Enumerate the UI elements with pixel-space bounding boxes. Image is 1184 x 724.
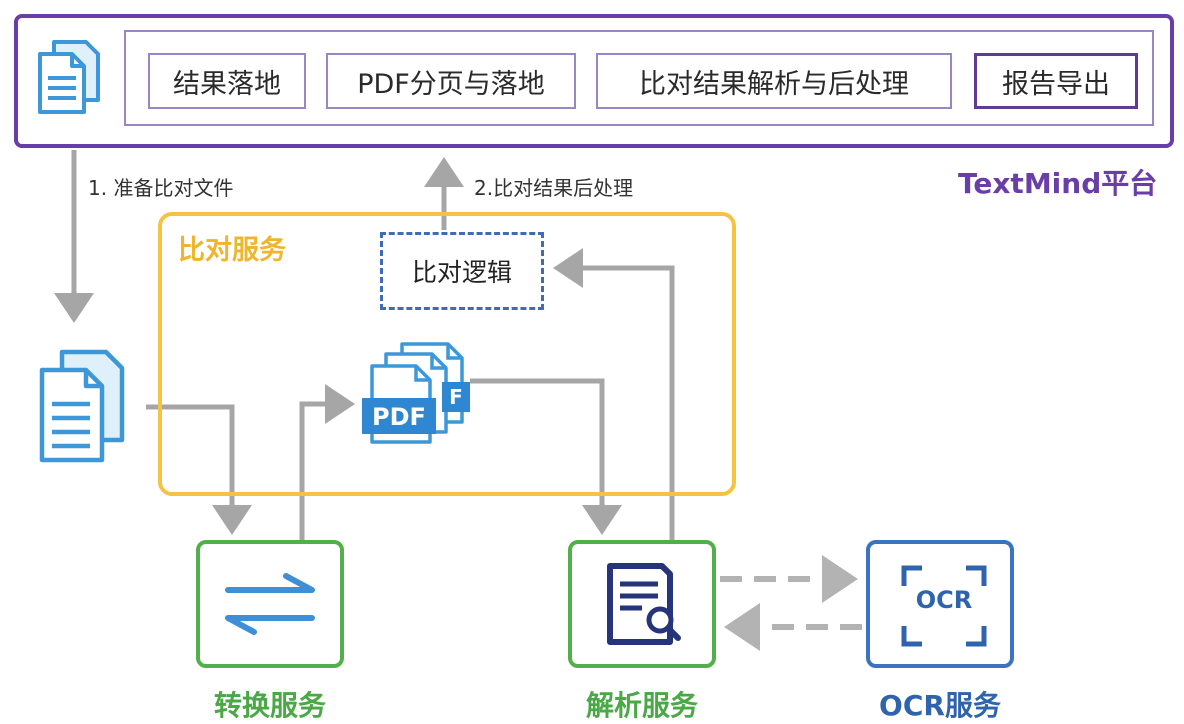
arrow-pdf-to-parse	[470, 378, 622, 535]
step-result-landing[interactable]: 结果落地	[148, 53, 306, 109]
compare-service-title: 比对服务	[178, 235, 286, 266]
ocr-service-label: OCR服务	[879, 689, 1001, 722]
convert-service-box[interactable]	[196, 540, 344, 668]
flow-step1-label: 1. 准备比对文件	[88, 176, 234, 200]
parse-service-label: 解析服务	[585, 689, 698, 722]
step-compare-result-parse[interactable]: 比对结果解析与后处理	[596, 53, 952, 109]
step-pdf-paging[interactable]: PDF分页与落地	[326, 53, 576, 109]
document-icon	[38, 40, 100, 114]
pdf-pages-graphic	[362, 342, 470, 444]
convert-arrows-icon	[225, 573, 315, 635]
step-report-export-label: 报告导出	[1002, 68, 1110, 100]
platform-title: TextMind平台	[958, 167, 1158, 200]
pdf-icon: PDF F	[358, 340, 476, 446]
ocr-icon-text: OCR	[915, 586, 973, 614]
ocr-service-box[interactable]: OCR	[866, 540, 1014, 668]
parse-service-box[interactable]	[568, 540, 716, 668]
flow-step2-label: 2.比对结果后处理	[474, 176, 634, 200]
pdf-back-badge-text: F	[449, 385, 463, 409]
ocr-scan-icon	[901, 565, 987, 647]
arrow-docs-to-convert	[146, 404, 252, 535]
compare-logic-label: 比对逻辑	[411, 258, 512, 287]
step-result-landing-label: 结果落地	[173, 68, 281, 100]
documents-icon	[39, 349, 125, 463]
step-pdf-paging-label: PDF分页与落地	[357, 68, 545, 100]
compare-logic-box[interactable]: 比对逻辑	[380, 232, 544, 310]
step-compare-result-parse-label: 比对结果解析与后处理	[639, 68, 909, 100]
compare-service-box	[158, 212, 736, 496]
convert-service-label: 转换服务	[213, 689, 326, 722]
pdf-badge-text: PDF	[372, 403, 426, 431]
arrow-parse-to-logic	[553, 248, 675, 540]
parse-doc-search-icon	[607, 563, 681, 645]
step-report-export[interactable]: 报告导出	[974, 53, 1138, 109]
